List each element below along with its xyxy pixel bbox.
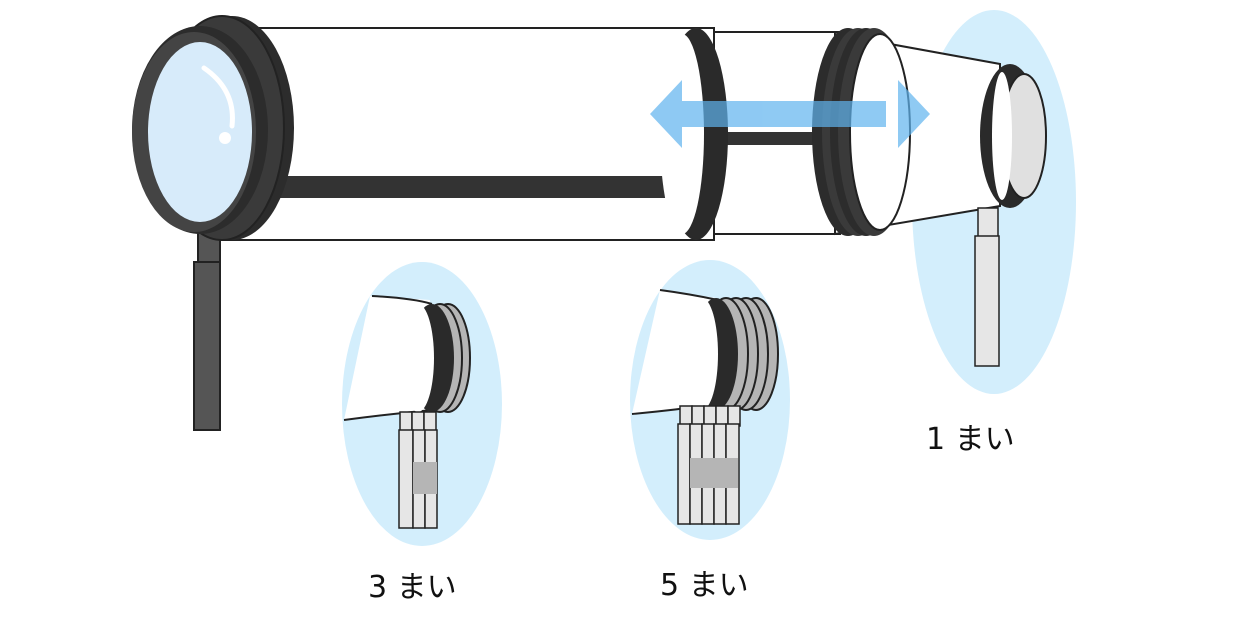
magnifier-handle — [193, 261, 221, 431]
magnifier-lens — [148, 42, 252, 222]
outer-tube-rod — [240, 176, 720, 198]
label-one-sheet: 1 まい — [926, 422, 1015, 457]
double-arrow-icon — [650, 80, 930, 148]
inset-three-sheets — [342, 262, 502, 546]
filter-tab-one — [977, 207, 999, 239]
magnifier-icon — [132, 15, 294, 431]
filter-holder-one — [974, 207, 1000, 367]
label-three-sheets: 3 まい — [368, 570, 457, 605]
inner-tube — [689, 28, 1047, 236]
inset-five-sheets — [630, 260, 790, 540]
outer-tube — [217, 27, 728, 241]
label-five-sheets: 5 まい — [660, 568, 749, 603]
